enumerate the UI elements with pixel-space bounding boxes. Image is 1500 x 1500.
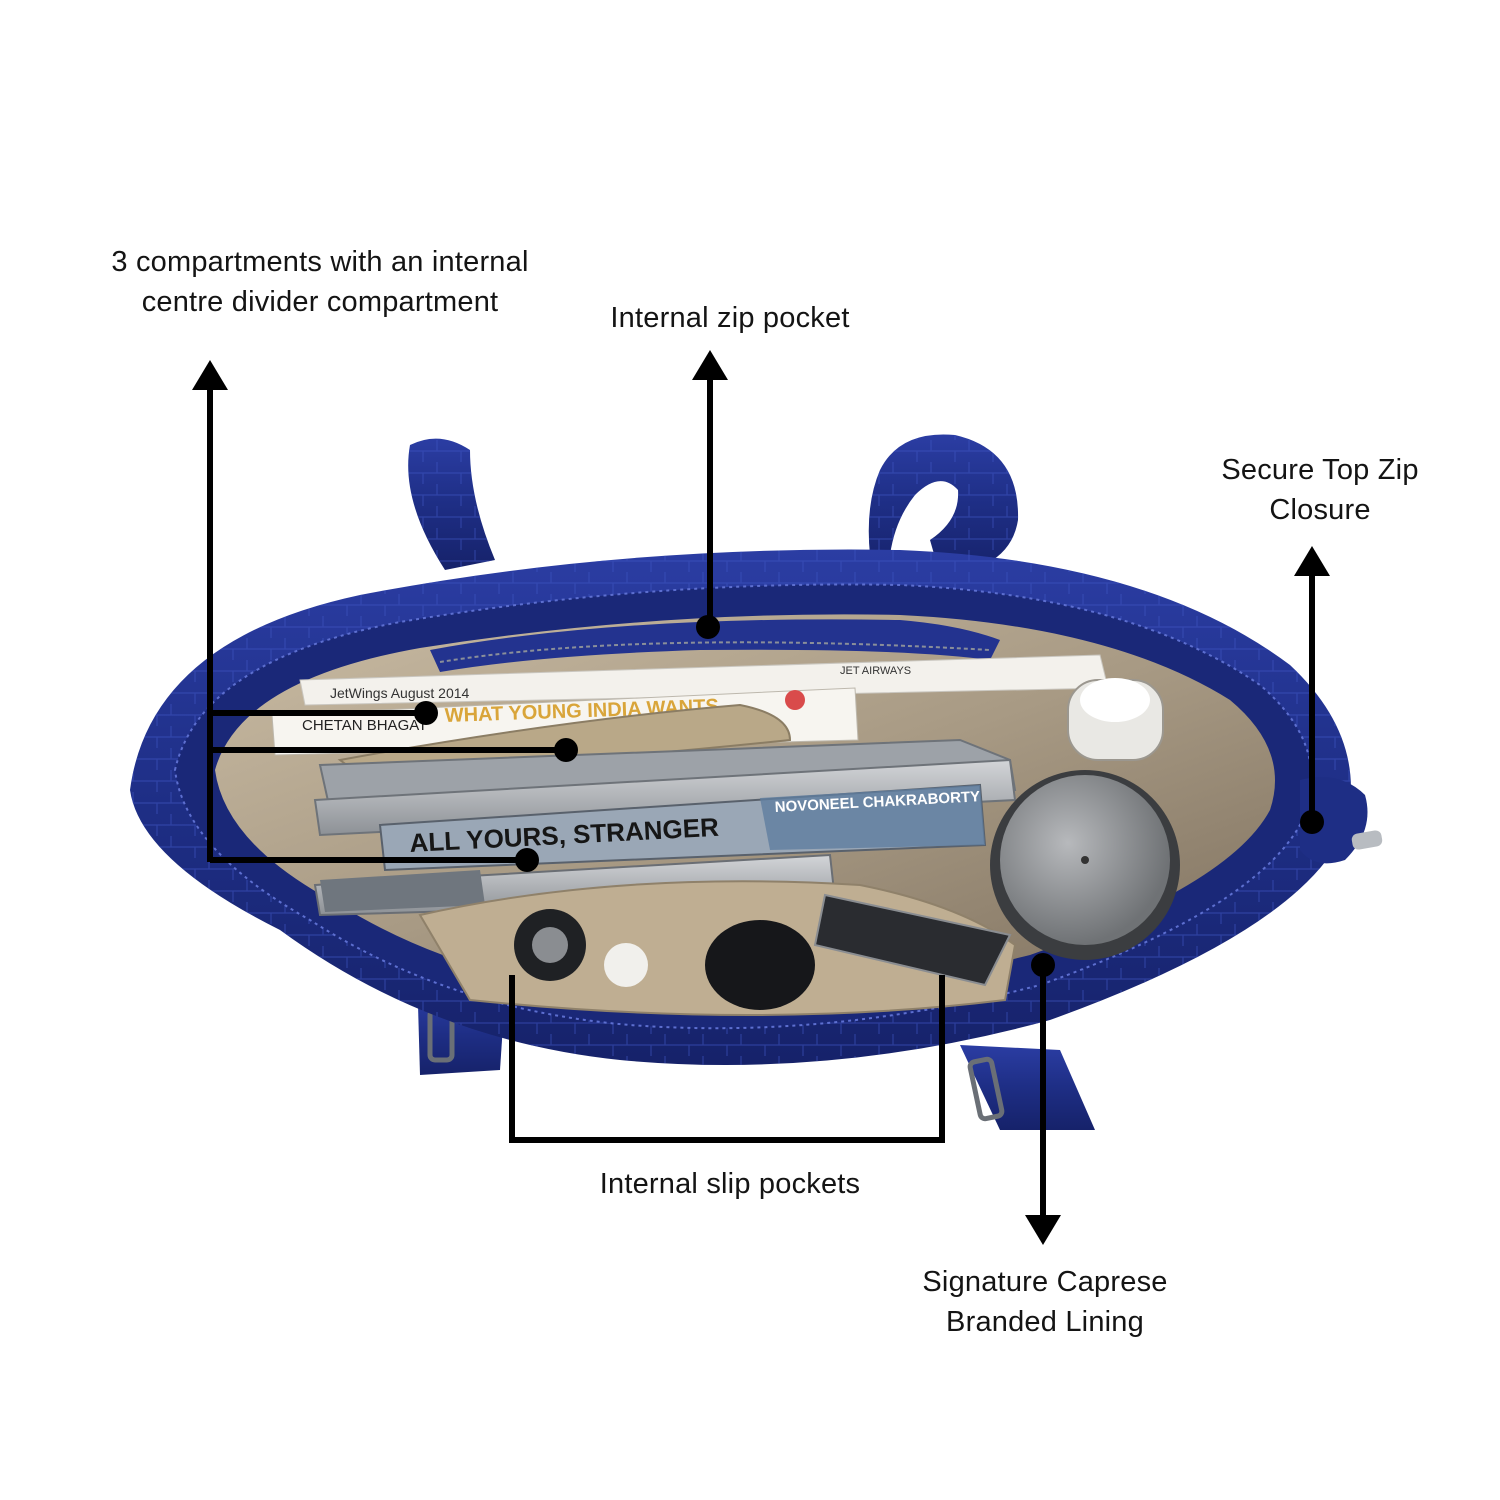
bag-handles xyxy=(408,434,1019,575)
callout-compartments-line1: 3 compartments with an internal xyxy=(111,246,529,278)
callout-slip-pockets-label: Internal slip pockets xyxy=(599,1168,861,1200)
book-all-yours-stranger: ALL YOURS, STRANGER NOVONEEL CHAKRABORTY xyxy=(378,783,987,872)
svg-text:CHETAN BHAGAT: CHETAN BHAGAT xyxy=(302,717,427,734)
callout-top-zip-line2: Closure xyxy=(1269,494,1371,526)
svg-text:JET AIRWAYS: JET AIRWAYS xyxy=(840,665,911,677)
callout-internal-slip-pockets: Internal slip pockets xyxy=(560,1164,900,1204)
zip-pocket-dot xyxy=(696,615,720,639)
zip-pocket-arrowhead xyxy=(692,350,728,380)
callout-dots xyxy=(414,615,1324,977)
slip-pockets-leader xyxy=(509,975,945,1143)
lining-dot xyxy=(1031,953,1055,977)
callout-internal-zip-pocket-label: Internal zip pocket xyxy=(610,302,850,334)
compartment-dot-3 xyxy=(515,848,539,872)
zip-puller xyxy=(1300,777,1383,864)
compartment-dot-1 xyxy=(414,701,438,725)
top-zip-dot xyxy=(1300,810,1324,834)
magazine: JET AIRWAYS JetWings August 2014 xyxy=(299,654,1109,706)
compartments-arrowhead xyxy=(192,360,228,390)
arrowheads xyxy=(192,350,1330,1245)
top-zip-arrowhead xyxy=(1294,546,1330,576)
callout-internal-zip-pocket: Internal zip pocket xyxy=(560,298,900,338)
lining-arrowhead xyxy=(1025,1215,1061,1245)
callout-lining-line2: Branded Lining xyxy=(946,1306,1144,1338)
callout-top-zip-line1: Secure Top Zip xyxy=(1221,454,1419,486)
internal-zip-pocket xyxy=(430,619,1000,672)
small-bottle xyxy=(1067,678,1164,761)
callout-compartments-line2: centre divider compartment xyxy=(141,286,499,318)
callout-branded-lining: Signature Caprese Branded Lining xyxy=(880,1262,1210,1342)
callout-leaders xyxy=(207,375,1315,1220)
callout-top-zip-closure: Secure Top Zip Closure xyxy=(1180,450,1460,530)
svg-text:JetWings August 2014: JetWings August 2014 xyxy=(330,685,470,701)
callout-lining-line1: Signature Caprese xyxy=(922,1266,1168,1298)
tablet-device xyxy=(313,738,1017,837)
callout-compartments: 3 compartments with an internal centre d… xyxy=(40,242,600,322)
compartment-dot-2 xyxy=(554,738,578,762)
slip-pocket xyxy=(418,880,1017,1016)
large-jar xyxy=(990,770,1180,960)
